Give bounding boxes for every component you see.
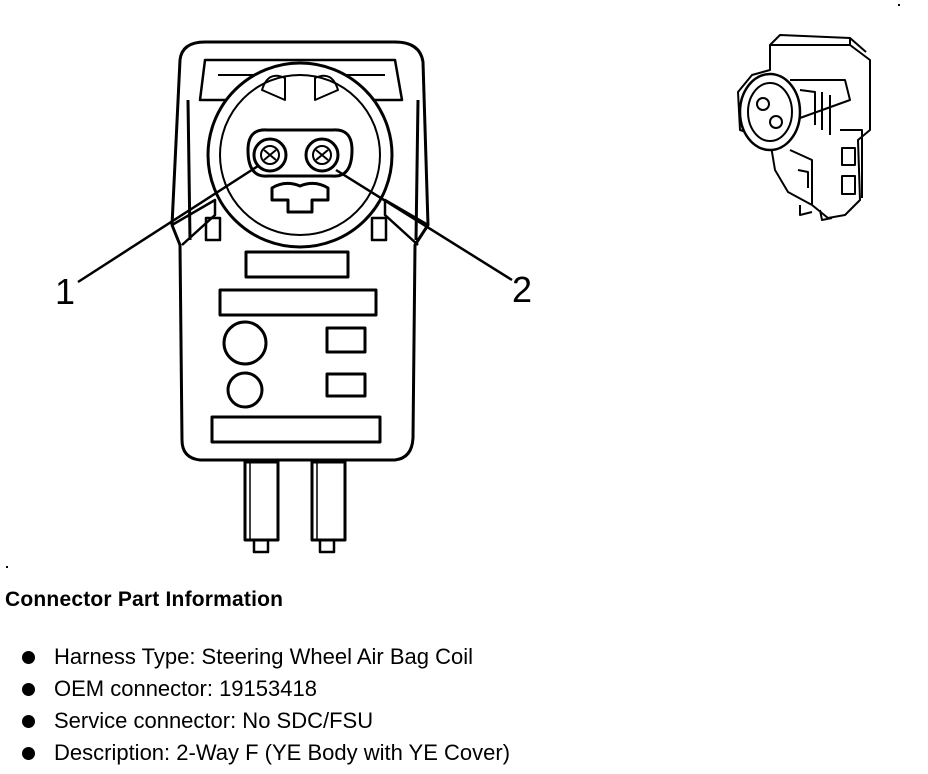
callout-1-label: 1 (55, 271, 75, 312)
list-item-text: Description: 2-Way F (YE Body with YE Co… (54, 740, 511, 765)
bullet-icon (22, 683, 35, 696)
connector-front-view (170, 40, 430, 554)
connector-diagram: 1 2 (6, 4, 900, 568)
connector-isometric-view (737, 34, 871, 221)
callout-2-leader (335, 168, 513, 282)
list-item: Description: 2-Way F (YE Body with YE Co… (20, 738, 510, 770)
section-title: Connector Part Information (5, 588, 284, 611)
callout-1-leader (77, 164, 259, 284)
list-item-text: OEM connector: 19153418 (54, 676, 317, 701)
list-item: Harness Type: Steering Wheel Air Bag Coi… (20, 642, 510, 674)
stray-mark (898, 4, 900, 6)
bullet-icon (22, 747, 35, 760)
bullet-icon (22, 651, 35, 664)
callout-2-label: 2 (512, 269, 532, 310)
stray-mark (6, 566, 8, 568)
list-item: OEM connector: 19153418 (20, 674, 510, 706)
bullet-icon (22, 715, 35, 728)
part-info-list: Harness Type: Steering Wheel Air Bag Coi… (20, 642, 510, 770)
list-item: Service connector: No SDC/FSU (20, 706, 510, 738)
list-item-text: Service connector: No SDC/FSU (54, 708, 374, 733)
list-item-text: Harness Type: Steering Wheel Air Bag Coi… (54, 644, 474, 669)
